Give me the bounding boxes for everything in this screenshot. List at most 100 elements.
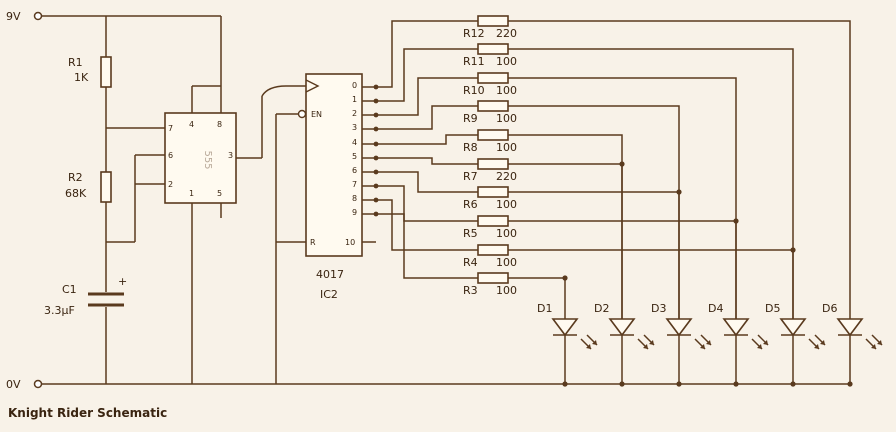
junction-dot [733, 218, 739, 224]
output-pin-label: 4 [352, 138, 357, 147]
output-pin-label: 1 [352, 95, 357, 104]
resistor-to-led-wire [508, 191, 680, 319]
c1-polarity: + [118, 275, 127, 288]
timer-pin-label: 5 [217, 189, 222, 198]
output-pin-label: 3 [352, 123, 357, 132]
led-d1 [551, 318, 579, 337]
resistor-value-label: 100 [496, 198, 517, 211]
resistor-value-label: 100 [496, 141, 517, 154]
resistor-ref-label: R9 [463, 112, 478, 125]
resistor-value-label: 100 [496, 227, 517, 240]
led-arrow-head [814, 344, 819, 349]
reset-pin-label: R [310, 238, 316, 247]
resistor-value-label: 100 [496, 112, 517, 125]
timer-555-body [164, 112, 237, 204]
timing-network: R1 1K R2 68K C1 3.3µF + [44, 16, 165, 384]
counter-4017-body [305, 73, 363, 257]
resistor-r12 [477, 15, 509, 27]
timer-pin-label: 3 [228, 151, 233, 160]
output-pin-label: 5 [352, 152, 357, 161]
counter-part-label: 4017 [316, 268, 344, 281]
counter-ref-label: IC2 [320, 288, 338, 301]
r1-ref: R1 [68, 56, 83, 69]
timer-pin-label: 2 [168, 180, 173, 189]
counter-4017: EN R 10 0 1 2 3 4 5 6 7 8 9 4017 IC2 [275, 73, 376, 384]
led-arrow-head [586, 344, 591, 349]
resistor-value-label: 220 [496, 27, 517, 40]
led-d2 [608, 318, 636, 337]
junction-dot [619, 161, 625, 167]
reset-pin-number: 10 [345, 238, 355, 247]
schematic-caption: Knight Rider Schematic [8, 406, 167, 420]
en-pin-label: EN [311, 110, 322, 119]
junction-dot [676, 189, 682, 195]
led-label: D5 [765, 302, 780, 315]
output-pin-label: 2 [352, 109, 357, 118]
resistor-value-label: 100 [496, 256, 517, 269]
led-label: D4 [708, 302, 723, 315]
resistor-value-label: 100 [496, 55, 517, 68]
led-d4 [722, 318, 750, 337]
resistor-r6 [477, 186, 509, 198]
resistor-ref-label: R8 [463, 141, 478, 154]
output-pin-label: 0 [352, 81, 357, 90]
led-d5 [779, 318, 807, 337]
resistor-r5 [477, 215, 509, 227]
resistor-r1 [100, 56, 112, 88]
ground-rail: 0V [6, 378, 700, 391]
resistor-ref-label: R7 [463, 170, 478, 183]
resistor-ref-label: R12 [463, 27, 485, 40]
output-wire [376, 105, 478, 130]
led-label: D3 [651, 302, 666, 315]
resistor-r10 [477, 72, 509, 84]
resistor-r2 [100, 171, 112, 203]
junction-dot [790, 247, 796, 253]
output-wire [376, 157, 478, 165]
resistor-ref-label: R5 [463, 227, 478, 240]
led-arrow-head [877, 340, 882, 345]
output-pin-label: 7 [352, 180, 357, 189]
resistor-r9 [477, 100, 509, 112]
supply-rail-label: 9V [6, 10, 21, 23]
output-wire [376, 185, 478, 222]
resistor-value-label: 100 [496, 84, 517, 97]
clock-input-marker [305, 79, 320, 93]
led-arrow-head [643, 344, 648, 349]
timer-pin-label: 6 [168, 151, 173, 160]
resistor-r8 [477, 129, 509, 141]
c1-value: 3.3µF [44, 304, 75, 317]
resistor-value-label: 100 [496, 284, 517, 297]
resistor-r11 [477, 43, 509, 55]
led-arrow-head [871, 344, 876, 349]
output-wire [376, 77, 478, 116]
junction-dot [562, 381, 568, 387]
timer-pin-label: 8 [217, 120, 222, 129]
r2-ref: R2 [68, 171, 83, 184]
led-d3 [665, 318, 693, 337]
timer-pin-label: 1 [189, 189, 194, 198]
resistor-r4 [477, 244, 509, 256]
resistor-ref-label: R10 [463, 84, 485, 97]
timer-555: 7 8 4 6 3 2 1 5 555 [164, 16, 306, 384]
junction-dot [676, 381, 682, 387]
r1-value: 1K [74, 71, 89, 84]
led-arrow-head [649, 340, 654, 345]
resistor-r7 [477, 158, 509, 170]
output-wire [376, 20, 478, 88]
timer-pin-label: 7 [168, 124, 173, 133]
led-label: D1 [537, 302, 552, 315]
resistor-ref-label: R6 [463, 198, 478, 211]
led-label: D2 [594, 302, 609, 315]
resistor-ref-label: R3 [463, 284, 478, 297]
output-wire [376, 199, 478, 251]
led-d6 [836, 318, 864, 337]
resistor-ref-label: R11 [463, 55, 485, 68]
timer-pin-label: 4 [189, 120, 194, 129]
output-wire [376, 134, 478, 145]
output-pin-label: 6 [352, 166, 357, 175]
led-arrow-head [592, 340, 597, 345]
junction-dot [619, 381, 625, 387]
resistor-r3 [477, 272, 509, 284]
resistor-to-led-wire [508, 48, 794, 319]
